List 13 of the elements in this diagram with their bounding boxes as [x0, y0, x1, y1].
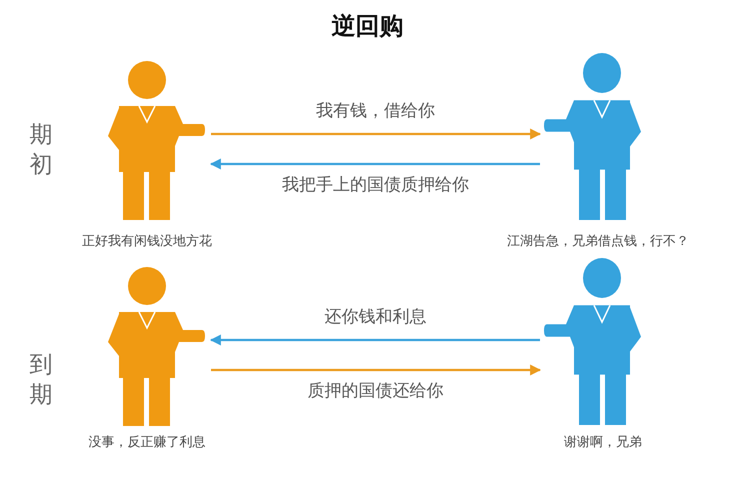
edge-label: 质押的国债还给你	[306, 379, 446, 402]
title: 逆回购	[330, 11, 404, 42]
node-label: 谢谢啊，兄弟	[564, 434, 642, 451]
node-label: 没事，反正赚了利息	[88, 434, 206, 451]
arrow	[210, 334, 540, 346]
arrow	[211, 364, 542, 376]
side-label: 到期	[28, 351, 54, 410]
edge-label: 我把手上的国债质押给你	[280, 173, 471, 196]
arrow	[211, 128, 542, 140]
arrow	[210, 158, 540, 170]
side-label: 期初	[28, 121, 54, 180]
node-label: 正好我有闲钱没地方花	[82, 233, 212, 250]
node-label: 江湖告急，兄弟借点钱，行不？	[507, 233, 689, 250]
